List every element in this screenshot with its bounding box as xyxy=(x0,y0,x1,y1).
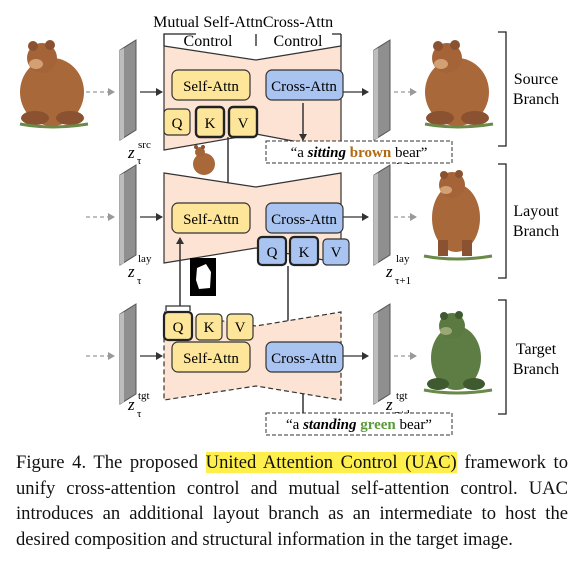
svg-text:Control: Control xyxy=(274,33,323,50)
svg-text:tgt: tgt xyxy=(396,390,408,402)
svg-text:K: K xyxy=(204,320,215,336)
svg-text:Branch: Branch xyxy=(513,223,559,240)
svg-text:Cross-Attn: Cross-Attn xyxy=(271,351,337,367)
svg-text:τ: τ xyxy=(137,275,142,287)
target-self-attn-block xyxy=(171,341,251,373)
target-q-block xyxy=(162,310,194,342)
caption-body: framework to unify cross-attention contr… xyxy=(16,452,568,550)
caption-prefix: Figure 4. The proposed xyxy=(16,452,206,473)
svg-text:z: z xyxy=(127,262,135,281)
source-output-bear-image xyxy=(424,40,494,129)
svg-text:z: z xyxy=(385,262,393,281)
svg-text:Self-Attn: Self-Attn xyxy=(183,212,239,228)
svg-text:Cross-Attn: Cross-Attn xyxy=(271,212,337,228)
svg-text:z: z xyxy=(127,143,135,162)
caption-highlight: United Attention Control (UAC) xyxy=(205,452,457,473)
svg-text:τ: τ xyxy=(137,408,142,420)
source-q-block xyxy=(163,108,191,136)
layout-self-attn-block xyxy=(171,202,251,234)
svg-text:Branch: Branch xyxy=(513,361,559,378)
source-v-block xyxy=(227,105,259,139)
source-cross-attn-block xyxy=(265,69,344,101)
layout-k-block xyxy=(288,235,320,267)
svg-text:Q: Q xyxy=(173,320,184,336)
svg-text:τ: τ xyxy=(137,155,142,167)
target-k-block xyxy=(195,313,223,341)
svg-text:Layout: Layout xyxy=(513,203,559,220)
svg-text:“a sitting brown bear”: “a sitting brown bear” xyxy=(291,145,428,161)
small-bear-icon xyxy=(193,145,215,175)
svg-text:Branch: Branch xyxy=(513,91,559,108)
svg-text:tgt: tgt xyxy=(138,390,150,402)
cross-attn-header: Cross-Attn Control xyxy=(255,14,342,50)
svg-text:Source: Source xyxy=(514,71,558,88)
layout-cross-attn-block xyxy=(265,202,344,234)
target-prompt-box xyxy=(265,412,453,436)
svg-text:lay: lay xyxy=(138,253,152,265)
svg-text:z: z xyxy=(385,395,393,414)
svg-text:src: src xyxy=(138,139,151,151)
uac-diagram: Mutual Self-Attn Control Cross-Attn Cont… xyxy=(19,14,559,436)
svg-text:Control: Control xyxy=(184,33,233,50)
svg-text:Cross-Attn: Cross-Attn xyxy=(271,79,337,95)
figure-caption: Figure 4. The proposed United Attention … xyxy=(16,450,568,552)
layout-v-block xyxy=(322,238,350,266)
target-cross-attn-block xyxy=(265,341,344,373)
svg-text:K: K xyxy=(299,245,310,261)
layout-mask-icon xyxy=(190,258,216,296)
svg-text:Mutual Self-Attn: Mutual Self-Attn xyxy=(153,14,263,31)
svg-text:z: z xyxy=(127,395,135,414)
source-self-attn-block xyxy=(171,69,251,101)
svg-text:Q: Q xyxy=(267,245,278,261)
svg-text:K: K xyxy=(205,116,216,132)
svg-text:Cross-Attn: Cross-Attn xyxy=(263,14,333,31)
target-branch: z tgt τ Q K V Self-Attn Cross-Attn z tgt… xyxy=(86,299,559,436)
target-output-bear-image xyxy=(423,311,493,395)
svg-text:Target: Target xyxy=(516,341,557,358)
svg-text:Self-Attn: Self-Attn xyxy=(183,79,239,95)
svg-text:Q: Q xyxy=(172,116,183,132)
source-prompt-box xyxy=(265,140,453,164)
svg-text:“a standing green bear”: “a standing green bear” xyxy=(286,417,432,433)
svg-text:Self-Attn: Self-Attn xyxy=(183,351,239,367)
source-bear-image xyxy=(19,40,89,129)
svg-text:lay: lay xyxy=(396,253,410,265)
svg-text:V: V xyxy=(331,245,342,261)
target-v-block xyxy=(226,313,254,341)
svg-text:V: V xyxy=(235,320,246,336)
layout-q-block xyxy=(256,235,288,267)
layout-branch: z lay τ Self-Attn Cross-Attn Q K V z lay… xyxy=(86,163,559,287)
svg-text:τ+1: τ+1 xyxy=(395,275,411,287)
svg-text:V: V xyxy=(238,116,249,132)
mutual-self-attn-header: Mutual Self-Attn Control xyxy=(153,14,263,50)
source-branch: z src τ Self-Attn Cross-Attn Q K V z src… xyxy=(19,31,559,167)
layout-output-bear-image xyxy=(423,170,493,261)
source-k-block xyxy=(194,105,226,139)
